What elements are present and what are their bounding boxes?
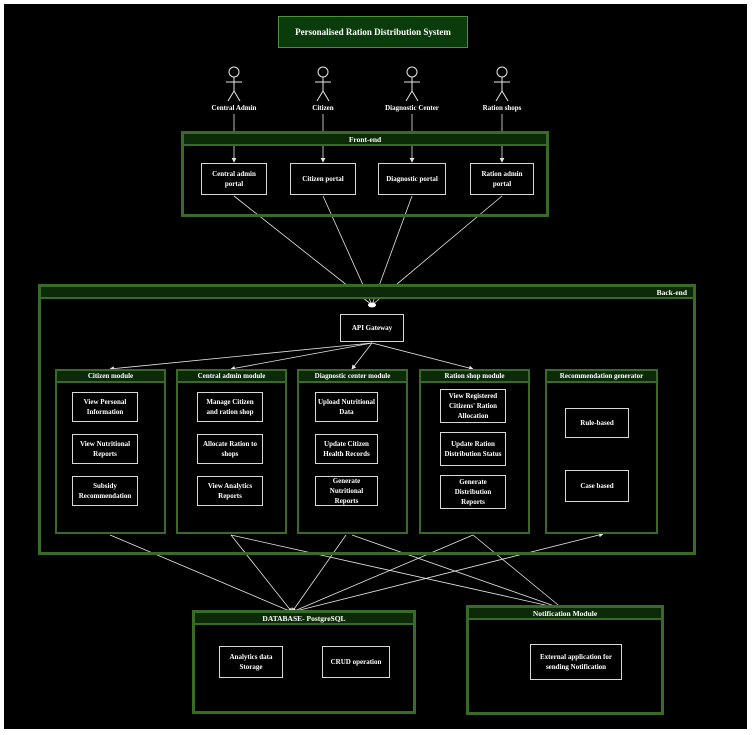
ration-shop-module-item: Update Ration Distribution Status xyxy=(440,432,506,466)
ration-shop-module-title: Ration shop module xyxy=(421,371,528,383)
ration-shop-module-item: View Registered Citizens' Ration Allocat… xyxy=(440,389,506,423)
notification-header: Notification Module xyxy=(469,608,661,620)
database-group: DATABASE- PostgreSQL xyxy=(192,610,416,714)
recommendation-case-based: Case based xyxy=(565,470,629,502)
central-admin-module-item: Allocate Ration to shops xyxy=(197,434,263,464)
actor-label-central-admin: Central Admin xyxy=(211,104,257,112)
diagram-title: Personalised Ration Distribution System xyxy=(278,16,468,48)
actor-label-diagnostic-center: Diagnostic Center xyxy=(385,104,439,112)
edge-ration-shop-module-notification xyxy=(472,534,564,610)
diagnostic-center-module-item: Generate Nutritional Reports xyxy=(315,476,378,506)
edge-diagnostic-module-notification xyxy=(351,534,564,610)
edge-central-admin-module-database xyxy=(230,534,293,613)
actor-label-citizen: Citizen xyxy=(312,104,334,112)
actor-label-ration-shops: Ration shops xyxy=(482,104,522,112)
edge-gateway-central-admin-module xyxy=(230,342,373,371)
notification-group: Notification Module xyxy=(466,605,664,715)
actor-figure-diagnostic-center xyxy=(404,66,420,102)
edge-ration-shop-module-database xyxy=(291,534,474,613)
central-admin-module-title: Central admin module xyxy=(178,371,285,383)
central-admin-module-item: View Analytics Reports xyxy=(197,476,263,506)
frontend-header: Front-end xyxy=(184,134,546,146)
database-crud-operation: CRUD operation xyxy=(322,646,390,678)
central-admin-module-item: Manage Citizen and ration shop xyxy=(197,392,263,422)
diagnostic-center-module-item: Upload Nutritional Data xyxy=(315,392,378,422)
portal-diagnostic: Diagnostic portal xyxy=(378,163,446,195)
edge-central-admin-module-notification xyxy=(230,534,564,611)
edge-gateway-ration-shop-module xyxy=(371,342,474,371)
citizen-module-item: Subsidy Recommendation xyxy=(72,476,138,506)
actor-figure-central-admin xyxy=(226,66,242,102)
diagnostic-center-module-title: Diagnostic center module xyxy=(299,371,406,383)
notification-external-app: External application for sending Notific… xyxy=(530,644,622,680)
citizen-module-item: View Nutritional Reports xyxy=(72,434,138,464)
diagnostic-center-module-item: Update Citizen Health Records xyxy=(315,434,378,464)
ration-shop-module-item: Generate Distribution Reports xyxy=(440,475,506,509)
backend-group: Back-end xyxy=(38,284,696,555)
recommendation-rule-based: Rule-based xyxy=(565,408,629,438)
database-header: DATABASE- PostgreSQL xyxy=(195,613,413,625)
citizen-module-item: View Personal Information xyxy=(72,392,138,422)
edge-citizen-module-database xyxy=(109,534,293,613)
actor-figure-citizen xyxy=(315,66,331,102)
recommendation-generator-module: Recommendation generator xyxy=(545,369,658,534)
gateway-junction xyxy=(368,302,376,308)
portal-ration-admin: Ration admin portal xyxy=(470,163,534,195)
recommendation-generator-title: Recommendation generator xyxy=(547,371,656,383)
edge-database-recommendation xyxy=(291,532,604,613)
central-admin-module: Central admin module xyxy=(176,369,287,534)
actor-figure-ration-shops xyxy=(494,66,510,102)
database-analytics-storage: Analytics data Storage xyxy=(219,646,283,678)
portal-citizen: Citizen portal xyxy=(290,163,356,195)
api-gateway: API Gateway xyxy=(340,314,404,342)
edge-diagnostic-module-database xyxy=(291,534,347,613)
edge-gateway-citizen-module xyxy=(109,342,373,371)
portal-central-admin: Central admin portal xyxy=(201,163,267,195)
frontend-group: Front-end xyxy=(181,131,549,217)
citizen-module-title: Citizen module xyxy=(57,371,164,383)
edge-gateway-diagnostic-module xyxy=(351,342,373,370)
backend-header: Back-end xyxy=(41,287,693,299)
